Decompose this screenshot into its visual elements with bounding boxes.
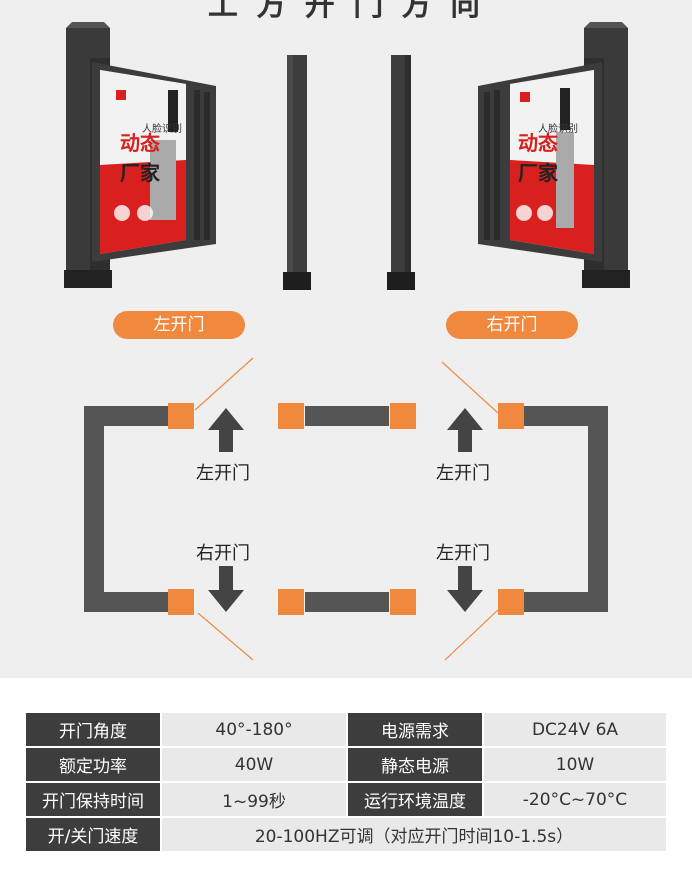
- spec-key: 静态电源: [348, 748, 482, 781]
- left-gate: [64, 22, 216, 288]
- flow-label-top-left: 左开门: [196, 463, 250, 484]
- spec-key: 电源需求: [348, 713, 482, 746]
- spec-value: 20-100HZ可调（对应开门时间10-1.5s）: [162, 818, 666, 851]
- product-diagram-panel: 工 方 开 门 方 向: [0, 0, 692, 678]
- swing-line-top-right: [441, 361, 499, 414]
- spec-value: -20°C~70°C: [484, 783, 666, 816]
- swing-line-bottom-right: [444, 607, 501, 661]
- spec-value: 40°-180°: [162, 713, 346, 746]
- arrow-down-left-icon: [208, 566, 244, 612]
- right-frame: [524, 406, 608, 612]
- spec-key: 开门保持时间: [26, 783, 160, 816]
- right-gate-label: 右开门: [446, 311, 578, 339]
- flow-label-bottom-right: 左开门: [436, 543, 490, 564]
- spec-value: 10W: [484, 748, 666, 781]
- left-poster-headline-1: 动态: [120, 131, 160, 155]
- table-row: 开门保持时间 1~99秒 运行环境温度 -20°C~70°C: [26, 783, 666, 816]
- gate-illustration: 动态 厂家 人脸识别 动态 厂家 人脸识别: [64, 22, 630, 290]
- left-poster-side-text: 人脸识别: [142, 122, 182, 135]
- table-row: 开门角度 40°-180° 电源需求 DC24V 6A: [26, 713, 666, 746]
- left-poster-headline-2: 厂家: [120, 161, 161, 185]
- opening-direction-diagram: [84, 357, 608, 661]
- left-gate-label: 左开门: [113, 311, 245, 339]
- swing-line-top-left: [194, 357, 254, 411]
- table-row: 额定功率 40W 静态电源 10W: [26, 748, 666, 781]
- table-row: 开/关门速度 20-100HZ可调（对应开门时间10-1.5s）: [26, 818, 666, 851]
- right-post: [387, 55, 415, 290]
- arrow-down-right-icon: [447, 566, 483, 612]
- swing-line-bottom-left: [197, 612, 254, 661]
- right-poster-headline-1: 动态: [518, 131, 558, 155]
- section-title-fragment: 工 方 开 门 方 向: [207, 0, 485, 23]
- right-poster-side-text: 人脸识别: [538, 122, 578, 135]
- right-gate: [478, 22, 630, 288]
- arrow-up-right-icon: [447, 408, 483, 452]
- spec-key: 额定功率: [26, 748, 160, 781]
- spec-value: DC24V 6A: [484, 713, 666, 746]
- flow-label-bottom-left: 右开门: [196, 543, 250, 564]
- spec-value: 40W: [162, 748, 346, 781]
- spec-value: 1~99秒: [162, 783, 346, 816]
- flow-label-top-right: 左开门: [436, 463, 490, 484]
- spec-key: 运行环境温度: [348, 783, 482, 816]
- spec-key: 开/关门速度: [26, 818, 160, 851]
- left-frame: [84, 406, 168, 612]
- right-poster-headline-2: 厂家: [518, 161, 559, 185]
- hinge-blocks: [168, 403, 524, 615]
- middle-bar-bottom: [305, 592, 389, 612]
- spec-key: 开门角度: [26, 713, 160, 746]
- arrow-up-left-icon: [208, 408, 244, 452]
- spec-table: 开门角度 40°-180° 电源需求 DC24V 6A 额定功率 40W 静态电…: [24, 711, 668, 853]
- left-post: [283, 55, 311, 290]
- middle-bar-top: [305, 406, 389, 426]
